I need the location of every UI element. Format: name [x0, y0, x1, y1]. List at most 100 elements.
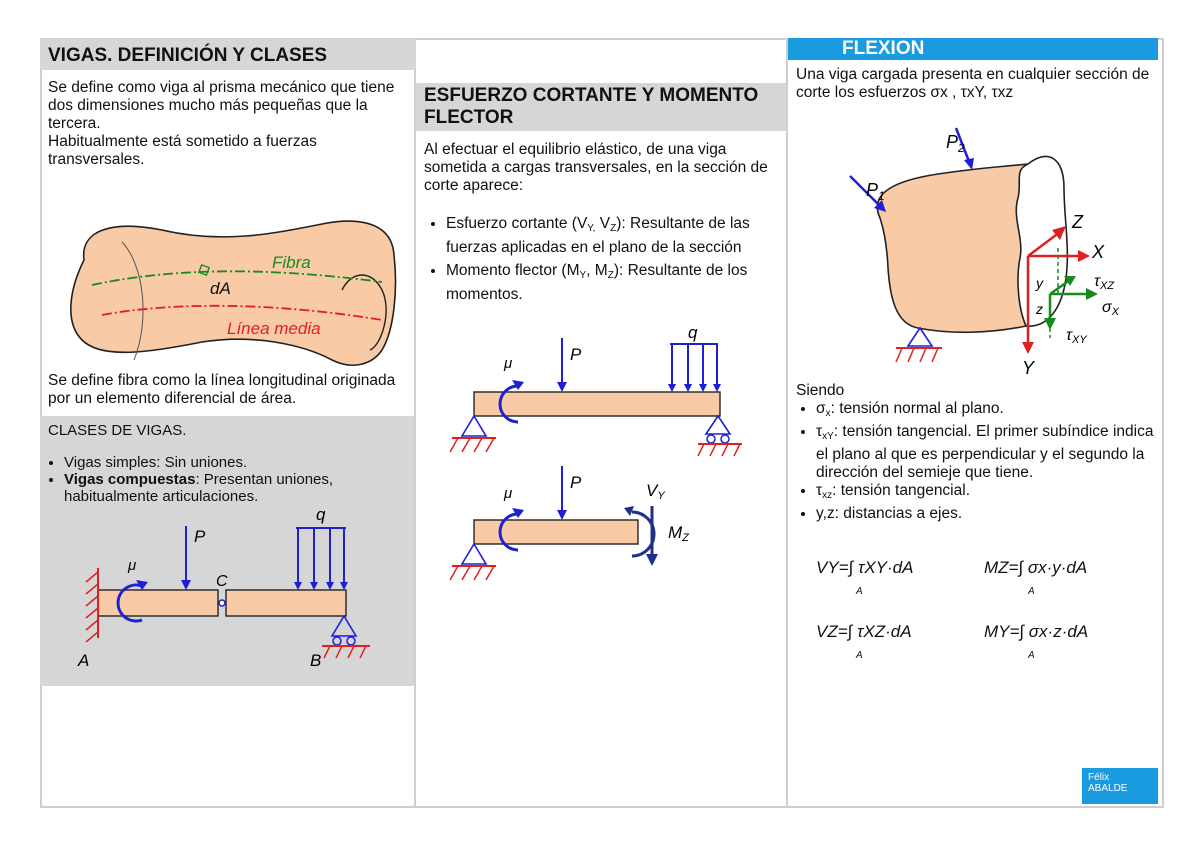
p-head-top	[557, 382, 567, 392]
tau-xz-sub: XZ	[1099, 280, 1115, 292]
force-p2-head	[964, 158, 974, 170]
flexion-intro-symbols: σx , τxY, τxz	[930, 84, 1014, 101]
force-p1-head	[874, 200, 886, 212]
i2-sym: τ	[816, 423, 823, 440]
int-sub-2: A	[1028, 586, 1035, 597]
p1-main: P	[866, 180, 878, 200]
clases-panel: CLASES DE VIGAS. Vigas simples: Sin unio…	[40, 416, 414, 686]
roller-1	[332, 636, 342, 646]
c-label: C	[216, 573, 228, 590]
beam-body	[70, 220, 397, 366]
clases-title: CLASES DE VIGAS.	[48, 422, 187, 439]
i1-text: : tensión normal al plano.	[830, 400, 1004, 417]
compound-beam-figure: P q μ C A B	[77, 506, 370, 670]
esfuerzos-intro-text: Al efectuar el equilibrio elástico, de u…	[424, 141, 768, 194]
i1-sub: x	[825, 408, 831, 419]
tau-xy-label: τXY	[1066, 327, 1087, 346]
hatch-left-top	[449, 437, 495, 453]
moment-top	[498, 384, 519, 424]
b2-pre: Momento flector (M	[446, 262, 580, 279]
sigma-x-head	[1086, 288, 1098, 300]
force-p1-arrow	[849, 175, 883, 209]
b1-pre: Esfuerzo cortante (V	[446, 215, 588, 232]
distributed-load-arrows	[297, 528, 345, 584]
fibra-def-text: Se define fibra como la línea longitudin…	[48, 372, 396, 407]
q-label: q	[316, 506, 326, 524]
tau-xy-sub: XY	[1071, 334, 1087, 346]
clase-compuesta: Vigas compuestas: Presentan uniones, hab…	[64, 471, 414, 505]
dA-label: dA	[210, 279, 231, 298]
i3-text: : tensión tangencial.	[832, 482, 970, 499]
axis-z	[1027, 231, 1061, 257]
mu-label-bottom: μ	[503, 485, 512, 502]
hatch-right-top	[697, 443, 741, 457]
p-label-bottom: P	[570, 473, 582, 492]
v-label: VY	[646, 481, 665, 502]
b1-sub1: Y,	[587, 223, 596, 234]
support-flexion	[906, 326, 934, 347]
item-tau-xy: τxY: tensión tangencial. El primer subín…	[816, 423, 1158, 482]
p1-sub: 1	[878, 189, 885, 203]
p2-label: P2	[946, 132, 965, 155]
int-sub-1: A	[856, 586, 863, 597]
ground-b-hatch	[323, 645, 367, 659]
b2-mid: , M	[586, 262, 608, 279]
hatch-flexion	[895, 347, 939, 363]
column-flexion: FLEXION Una viga cargada presenta en cua…	[788, 38, 1164, 808]
i1-sym: σ	[816, 400, 826, 417]
b1-mid: V	[595, 215, 611, 232]
y-axis-label: Y	[1022, 358, 1036, 378]
load-p-head	[181, 580, 191, 590]
int-sub-3: A	[856, 650, 863, 661]
q-top-arrows	[671, 344, 718, 386]
int-sub-4: A	[1028, 650, 1035, 661]
a-label: A	[77, 651, 89, 670]
hatch-bottom	[449, 565, 495, 581]
wall-hatch	[85, 571, 99, 643]
fibra-definition: Se define fibra como la línea longitudin…	[48, 372, 410, 408]
mz-label: MZ	[668, 523, 690, 544]
clase-compuesta-bold: Vigas compuestas	[64, 471, 196, 488]
item-distancias: y,z: distancias a ejes.	[816, 505, 1158, 523]
middle-line	[101, 304, 383, 321]
vigas-def-text: Se define como viga al prisma mecánico q…	[48, 79, 395, 132]
author-first: Félix	[1088, 772, 1110, 783]
moment-mz-head	[624, 506, 634, 516]
beam-left	[97, 589, 219, 617]
support-bottom	[460, 542, 488, 565]
b1-post: ): Resultante de las fuerzas aplicadas e…	[446, 215, 750, 256]
moment-bottom-head	[512, 508, 524, 518]
support-left-top	[460, 414, 488, 437]
b1-sub2: Z	[610, 223, 617, 234]
column-esfuerzos: ESFUERZO CORTANTE Y MOMENTO FLECTOR Al e…	[416, 38, 788, 808]
b2-post: ): Resultante de los momentos.	[446, 262, 748, 303]
i3-sub: xz	[822, 490, 833, 501]
b2-sub2: Z	[607, 270, 614, 281]
clase-compuesta-rest: : Presentan uniones, habitualmente artic…	[64, 471, 334, 505]
flexion-section-figure: P1 P2 Z X Y y z τXZ σX τXY	[849, 127, 1120, 378]
tau-xy-head	[1044, 318, 1056, 330]
moment-arrowhead	[136, 580, 148, 590]
siendo-list: σx: tensión normal al plano. τxY: tensió…	[796, 400, 1158, 523]
tau-xz-arrow	[1049, 278, 1071, 296]
moment-top-head	[512, 380, 524, 390]
moment-mz-arrow	[631, 510, 656, 558]
support-b	[330, 614, 358, 637]
beam-fiber-figure: Fibra dA Línea media	[70, 220, 397, 366]
v-sub: Y	[657, 490, 665, 502]
equation-vz: VZ=∫ τXZ·dA	[816, 622, 912, 641]
shear-v-head	[646, 554, 658, 566]
y-distance-label: y	[1035, 275, 1044, 291]
x-axis-label: X	[1091, 242, 1105, 262]
tau-xy-main: τ	[1066, 327, 1073, 344]
moment-bottom	[498, 512, 519, 552]
section-title-esfuerzos: ESFUERZO CORTANTE Y MOMENTO FLECTOR	[416, 83, 786, 131]
esfuerzos-intro: Al efectuar el equilibrio elástico, de u…	[424, 141, 780, 195]
beam-top	[473, 391, 721, 417]
mu-label-top: μ	[503, 355, 512, 372]
z-axis-label: Z	[1071, 212, 1084, 232]
equation-my: MY=∫ σx·z·dA	[984, 622, 1089, 641]
z-distance-label: z	[1035, 301, 1043, 317]
sigma-x-main: σ	[1102, 299, 1113, 316]
q-top-heads	[668, 384, 721, 392]
